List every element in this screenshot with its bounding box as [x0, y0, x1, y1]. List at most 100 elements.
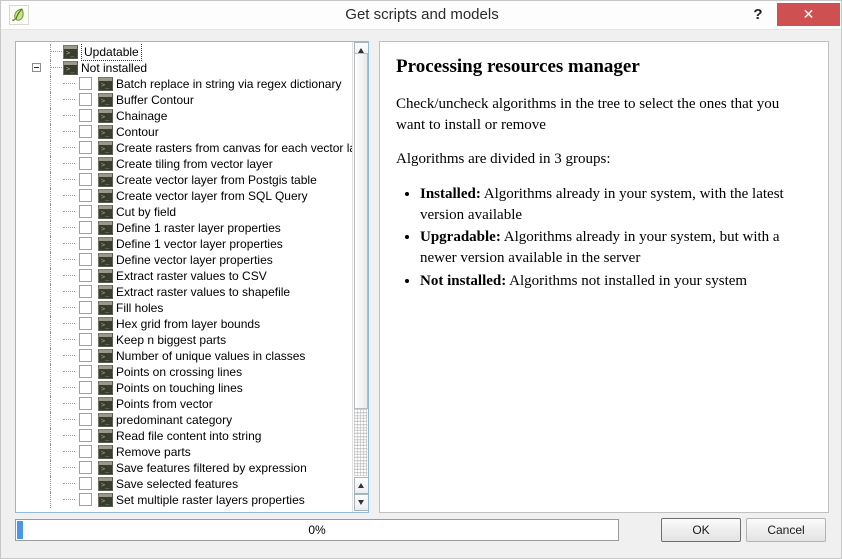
script-console-icon: >_: [98, 205, 113, 219]
algorithm-checkbox[interactable]: [79, 173, 92, 186]
algorithm-checkbox[interactable]: [79, 237, 92, 250]
tree-item-row[interactable]: >_Number of unique values in classes: [16, 348, 354, 364]
algorithm-checkbox[interactable]: [79, 253, 92, 266]
algorithm-checkbox[interactable]: [79, 221, 92, 234]
algorithm-label: Batch replace in string via regex dictio…: [116, 77, 342, 91]
tree-item-row[interactable]: >_Contour: [16, 124, 354, 140]
algorithm-label: Create vector layer from Postgis table: [116, 173, 317, 187]
algorithm-checkbox[interactable]: [79, 429, 92, 442]
tree-guide-line: [63, 275, 75, 277]
tree-guide-line: [63, 307, 75, 309]
algorithms-tree-panel[interactable]: >_Updatable>_Not installed>_Batch replac…: [15, 41, 369, 513]
tree-item-row[interactable]: >_Cut by field: [16, 204, 354, 220]
tree-item-row[interactable]: >_Create tiling from vector layer: [16, 156, 354, 172]
tree-item-row[interactable]: >_Save features filtered by expression: [16, 460, 354, 476]
tree-guide-line: [50, 412, 52, 428]
script-console-icon: >_: [98, 381, 113, 395]
tree-item-row[interactable]: >_Extract raster values to shapefile: [16, 284, 354, 300]
tree-guide-line: [63, 355, 75, 357]
algorithm-checkbox[interactable]: [79, 205, 92, 218]
info-panel: Processing resources manager Check/unche…: [379, 41, 829, 513]
algorithm-checkbox[interactable]: [79, 109, 92, 122]
algorithm-checkbox[interactable]: [79, 381, 92, 394]
tree-item-row[interactable]: >_Points on crossing lines: [16, 364, 354, 380]
tree-item-row[interactable]: >_Buffer Contour: [16, 92, 354, 108]
algorithm-checkbox[interactable]: [79, 269, 92, 282]
algorithm-label: Chainage: [116, 109, 168, 123]
tree-item-row[interactable]: >_Define vector layer properties: [16, 252, 354, 268]
info-bullet-term: Not installed:: [420, 272, 507, 289]
tree-item-row[interactable]: >_Chainage: [16, 108, 354, 124]
algorithm-checkbox[interactable]: [79, 349, 92, 362]
tree-group-row[interactable]: >_Not installed: [16, 60, 354, 76]
tree-item-row[interactable]: >_Batch replace in string via regex dict…: [16, 76, 354, 92]
algorithms-tree[interactable]: >_Updatable>_Not installed>_Batch replac…: [16, 44, 354, 512]
algorithm-checkbox[interactable]: [79, 397, 92, 410]
scroll-down-icon[interactable]: [354, 494, 368, 511]
algorithm-checkbox[interactable]: [79, 77, 92, 90]
window-title: Get scripts and models: [345, 6, 499, 23]
script-console-icon: >_: [98, 493, 113, 507]
tree-guide-line: [50, 252, 52, 268]
algorithm-checkbox[interactable]: [79, 317, 92, 330]
tree-item-row[interactable]: >_Keep n biggest parts: [16, 332, 354, 348]
ok-button[interactable]: OK: [661, 518, 741, 542]
tree-item-row[interactable]: >_Save selected features: [16, 476, 354, 492]
tree-item-row[interactable]: >_Set multiple raster layers properties: [16, 492, 354, 508]
tree-guide-line: [50, 172, 52, 188]
algorithm-label: Points from vector: [116, 397, 213, 411]
algorithm-label: Extract raster values to CSV: [116, 269, 267, 283]
tree-guide-line: [63, 451, 75, 453]
cancel-button[interactable]: Cancel: [746, 518, 826, 542]
script-console-icon: >_: [98, 221, 113, 235]
tree-item-row[interactable]: >_Extract raster values to CSV: [16, 268, 354, 284]
tree-item-row[interactable]: >_Create vector layer from Postgis table: [16, 172, 354, 188]
algorithm-checkbox[interactable]: [79, 461, 92, 474]
tree-guide-line: [63, 387, 75, 389]
algorithm-checkbox[interactable]: [79, 125, 92, 138]
tree-item-row[interactable]: >_Define 1 raster layer properties: [16, 220, 354, 236]
algorithm-label: Read file content into string: [116, 429, 262, 443]
tree-guide-line: [50, 316, 52, 332]
scrollbar-thumb[interactable]: [354, 53, 368, 409]
algorithm-label: Create rasters from canvas for each vect…: [116, 141, 354, 155]
tree-item-row[interactable]: >_Create rasters from canvas for each ve…: [16, 140, 354, 156]
algorithm-checkbox[interactable]: [79, 189, 92, 202]
algorithm-checkbox[interactable]: [79, 301, 92, 314]
tree-item-row[interactable]: >_Points on touching lines: [16, 380, 354, 396]
algorithm-checkbox[interactable]: [79, 157, 92, 170]
script-console-icon: >_: [98, 317, 113, 331]
tree-item-row[interactable]: >_Define 1 vector layer properties: [16, 236, 354, 252]
script-console-icon: >_: [98, 413, 113, 427]
algorithm-checkbox[interactable]: [79, 477, 92, 490]
scroll-up-icon-bottom[interactable]: [354, 477, 368, 494]
tree-vertical-scrollbar[interactable]: [352, 42, 368, 512]
tree-collapse-icon[interactable]: [32, 63, 41, 72]
tree-guide-line: [50, 108, 52, 124]
algorithm-checkbox[interactable]: [79, 333, 92, 346]
algorithm-checkbox[interactable]: [79, 141, 92, 154]
title-bar: Get scripts and models ? ✕: [1, 1, 841, 30]
tree-item-row[interactable]: >_Remove parts: [16, 444, 354, 460]
tree-item-row[interactable]: >_Fill holes: [16, 300, 354, 316]
tree-item-row[interactable]: >_Read file content into string: [16, 428, 354, 444]
algorithm-checkbox[interactable]: [79, 365, 92, 378]
tree-group-row[interactable]: >_Updatable: [16, 44, 354, 61]
algorithm-checkbox[interactable]: [79, 285, 92, 298]
help-button[interactable]: ?: [753, 6, 763, 23]
tree-item-row[interactable]: >_Create vector layer from SQL Query: [16, 188, 354, 204]
tree-item-row[interactable]: >_Points from vector: [16, 396, 354, 412]
algorithm-checkbox[interactable]: [79, 93, 92, 106]
algorithm-label: Define vector layer properties: [116, 253, 273, 267]
close-button[interactable]: ✕: [777, 3, 840, 26]
tree-item-row[interactable]: >_predominant category: [16, 412, 354, 428]
tree-guide-line: [63, 371, 75, 373]
algorithm-checkbox[interactable]: [79, 493, 92, 506]
algorithm-label: Fill holes: [116, 301, 164, 315]
algorithm-checkbox[interactable]: [79, 413, 92, 426]
tree-guide-line: [50, 268, 52, 284]
tree-item-row[interactable]: >_Hex grid from layer bounds: [16, 316, 354, 332]
info-paragraph-2: Algorithms are divided in 3 groups:: [396, 151, 611, 168]
algorithm-checkbox[interactable]: [79, 445, 92, 458]
